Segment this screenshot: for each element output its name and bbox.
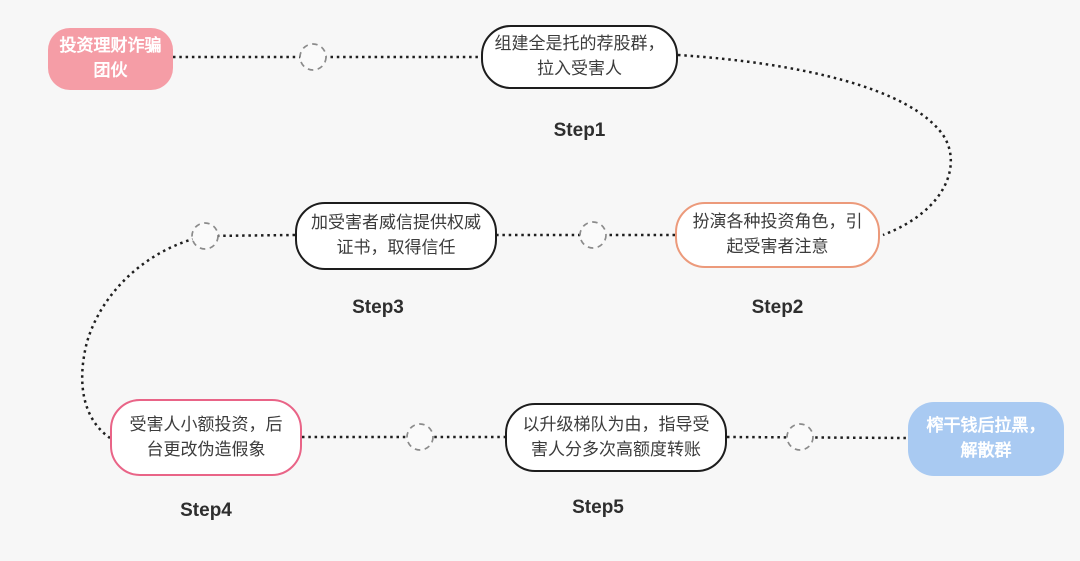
node-text-line: 台更改伪造假象 [146, 439, 266, 459]
node-text-line: 加受害者威信提供权威 [311, 213, 481, 233]
node-text-line: 榨干钱后拉黑， [926, 416, 1046, 436]
node-step4[interactable]: 受害人小额投资，后 台更改伪造假象 [110, 399, 302, 476]
label-step3: Step3 [352, 297, 404, 318]
node-text-line: 受害人小额投资，后 [129, 414, 283, 434]
junction-circle [786, 423, 814, 451]
node-end-blacklist[interactable]: 榨干钱后拉黑， 解散群 [908, 402, 1064, 476]
node-text-line: 扮演各种投资角色，引 [692, 212, 863, 232]
node-step2[interactable]: 扮演各种投资角色，引 起受害者注意 [675, 202, 880, 268]
connector-step5-end [726, 435, 909, 440]
node-text-line: 起受害者注意 [726, 237, 829, 256]
label-step2: Step2 [751, 297, 804, 318]
label-step1: Step1 [553, 120, 606, 141]
label-step5: Step5 [572, 497, 624, 518]
label-step4: Step4 [180, 500, 232, 521]
junction-circle [406, 423, 434, 451]
node-step1[interactable]: 组建全是托的荐股群， 拉入受害人 [481, 25, 678, 89]
node-text-line: 害人分多次高额度转账 [531, 439, 701, 459]
node-text-line: 拉入受害人 [537, 59, 622, 78]
node-text-line: 以升级梯队为由，指导受 [522, 414, 710, 434]
node-step5[interactable]: 以升级梯队为由，指导受 害人分多次高额度转账 [505, 403, 727, 472]
node-text-line: 团伙 [93, 61, 128, 80]
node-text-line: 投资理财诈骗 [59, 36, 162, 56]
junction-circle [191, 222, 219, 250]
node-text-line: 解散群 [960, 441, 1012, 460]
junction-circle [299, 43, 327, 71]
node-text-line: 证书，取得信任 [336, 238, 456, 257]
junction-circle [579, 221, 607, 249]
connector-step1-step2-curve [677, 53, 952, 237]
node-step3[interactable]: 加受害者威信提供权威 证书，取得信任 [295, 202, 497, 270]
node-source-fraud-gang[interactable]: 投资理财诈骗 团伙 [48, 28, 173, 90]
node-text-line: 组建全是托的荐股群， [494, 34, 665, 54]
